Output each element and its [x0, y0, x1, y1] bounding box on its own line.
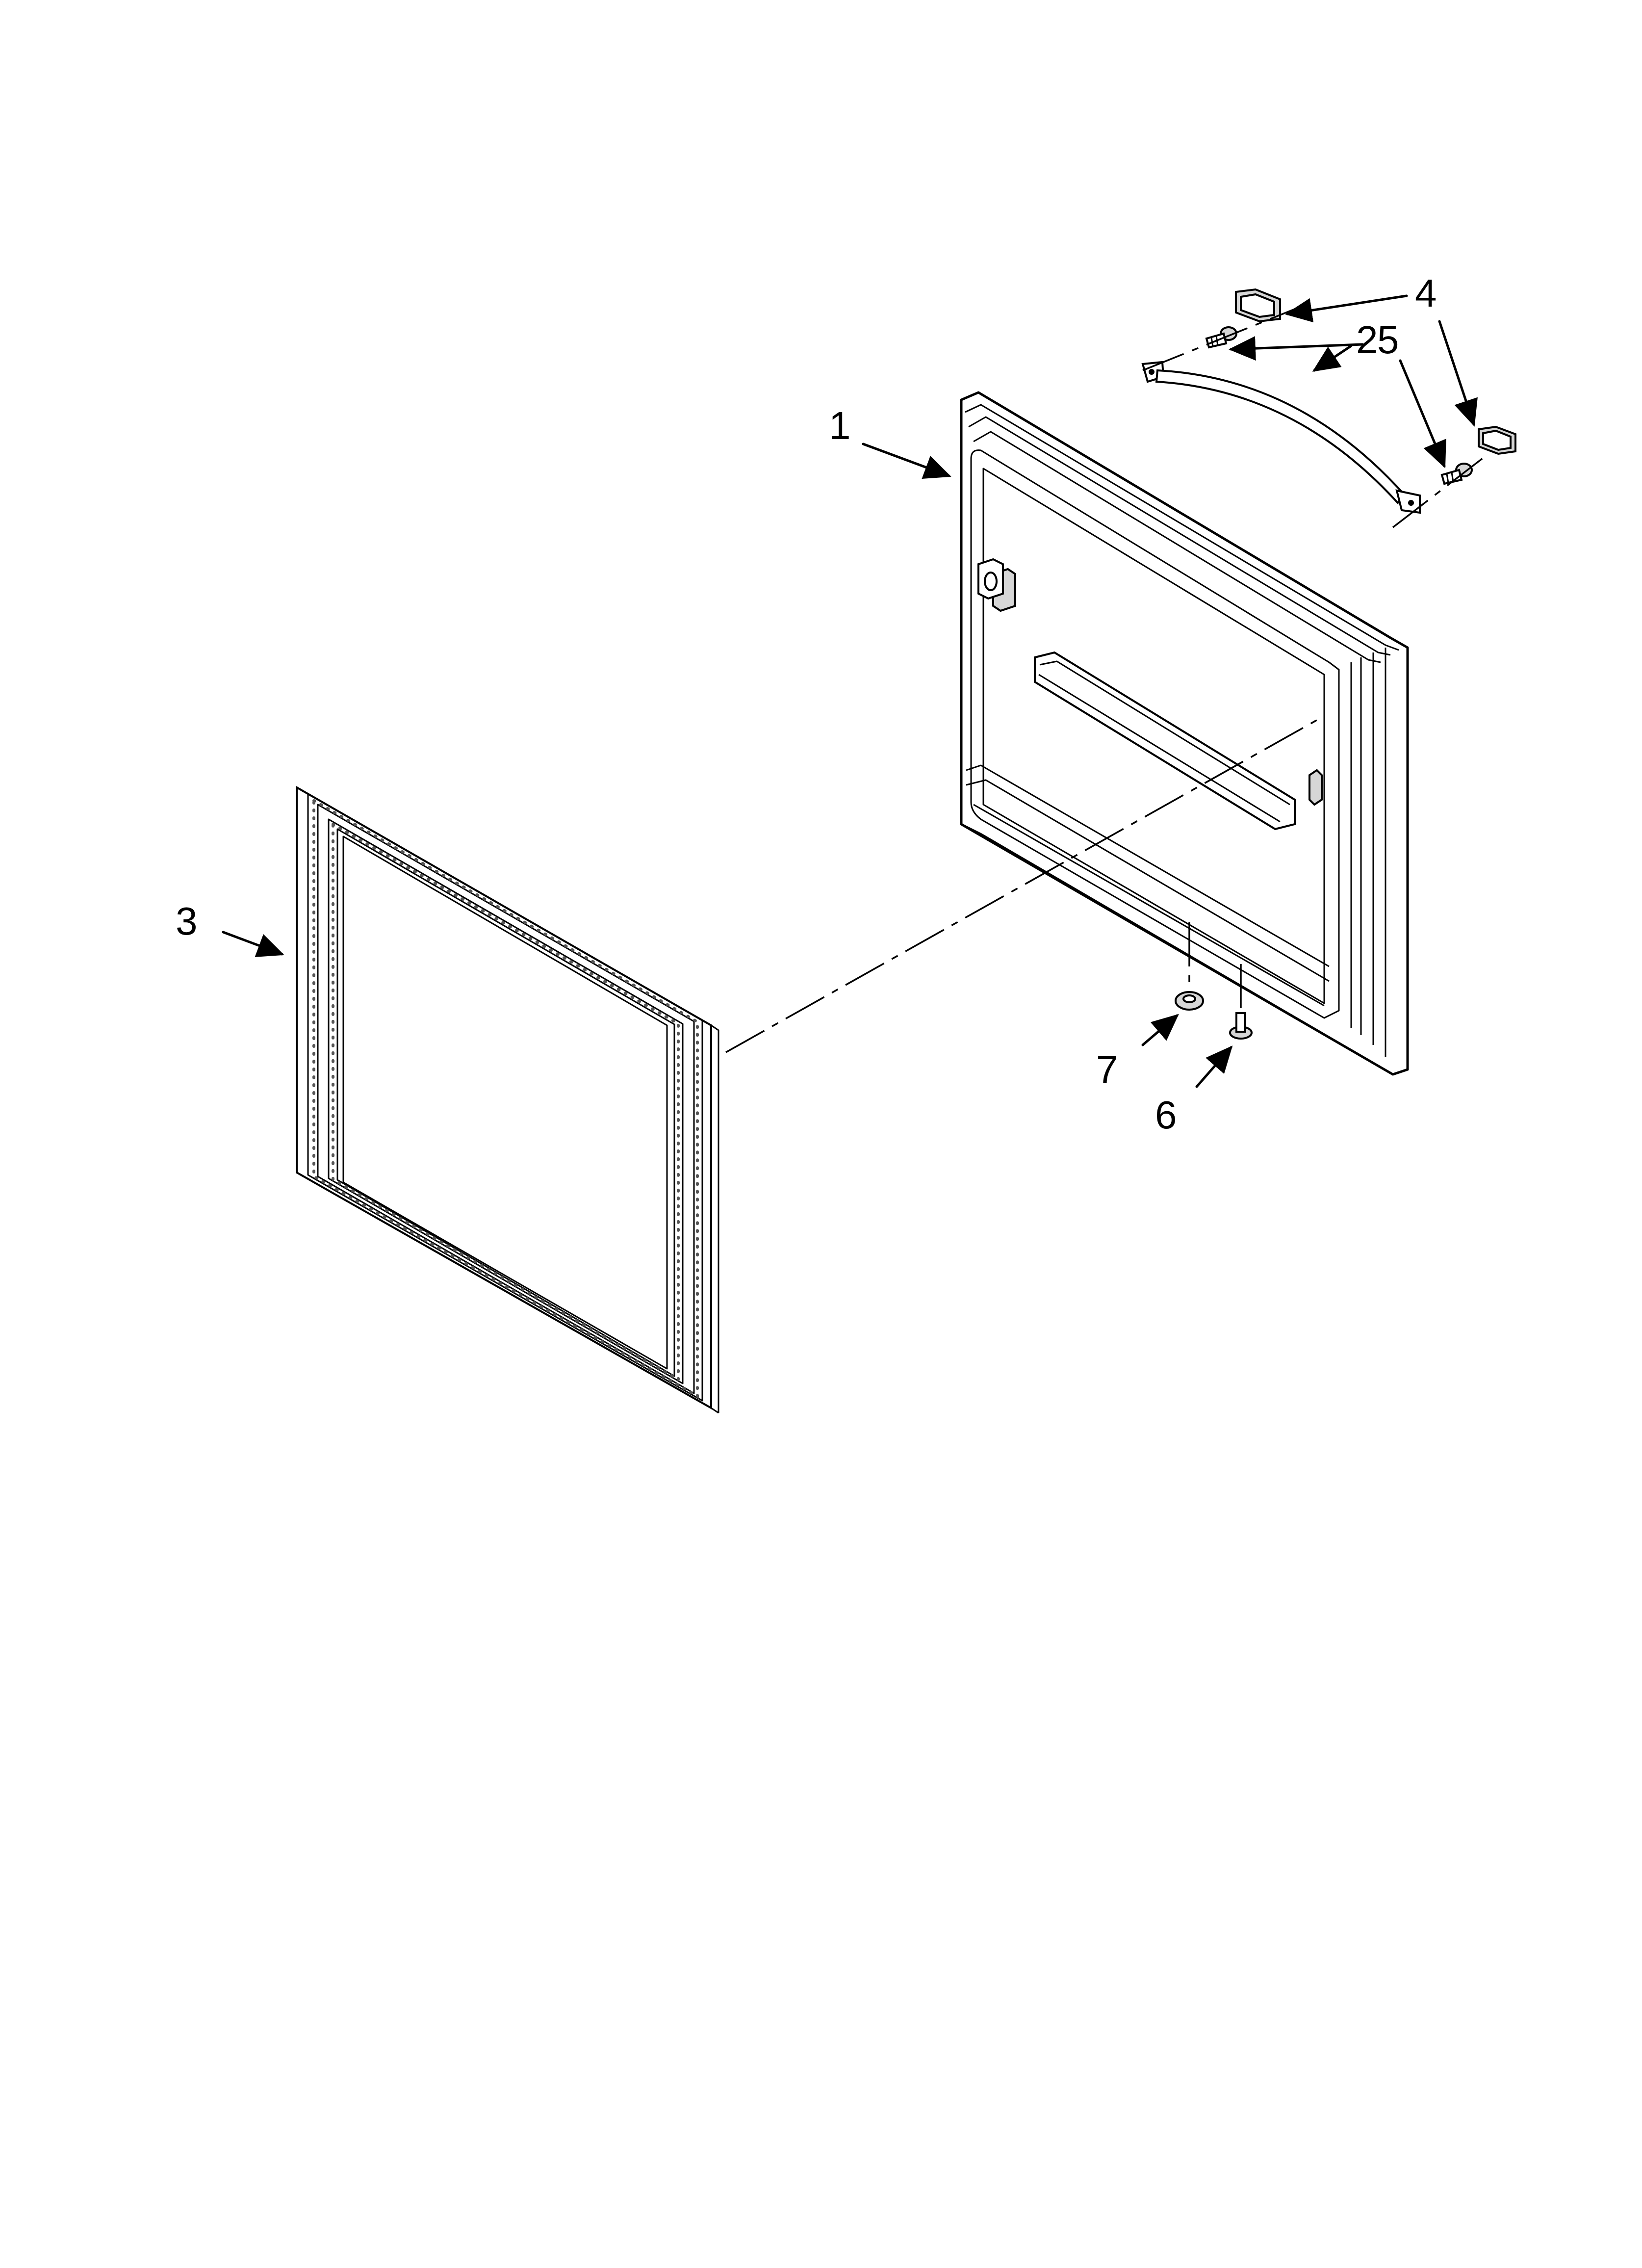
washer-icon — [1175, 991, 1204, 1011]
handle-end-cap-icon — [1478, 425, 1516, 455]
handle-end-cap-icon — [1235, 288, 1281, 323]
callout-labels: 1 2 3 4 5 6 7 — [176, 271, 1437, 1137]
callout-6: 6 — [1155, 1093, 1177, 1137]
callout-7: 7 — [1096, 1048, 1118, 1092]
callout-4: 4 — [1415, 271, 1437, 315]
door-handle-icon — [1141, 361, 1421, 514]
freezer-door-icon — [960, 391, 1409, 1076]
callout-2: 2 — [1356, 318, 1378, 362]
screw-icon — [1229, 1012, 1253, 1040]
door-shelf-icon — [1034, 651, 1296, 831]
callout-1: 1 — [829, 404, 851, 447]
hinge-block-icon — [977, 558, 1016, 612]
handle-screw-icon — [1440, 463, 1473, 485]
handle-screw-icon — [1205, 326, 1237, 349]
callout-5: 5 — [1377, 318, 1399, 362]
leader-arrows — [222, 294, 1478, 1088]
callout-3: 3 — [176, 899, 198, 943]
door-gasket-icon — [296, 785, 719, 1414]
assembly-lines — [725, 308, 1489, 1053]
